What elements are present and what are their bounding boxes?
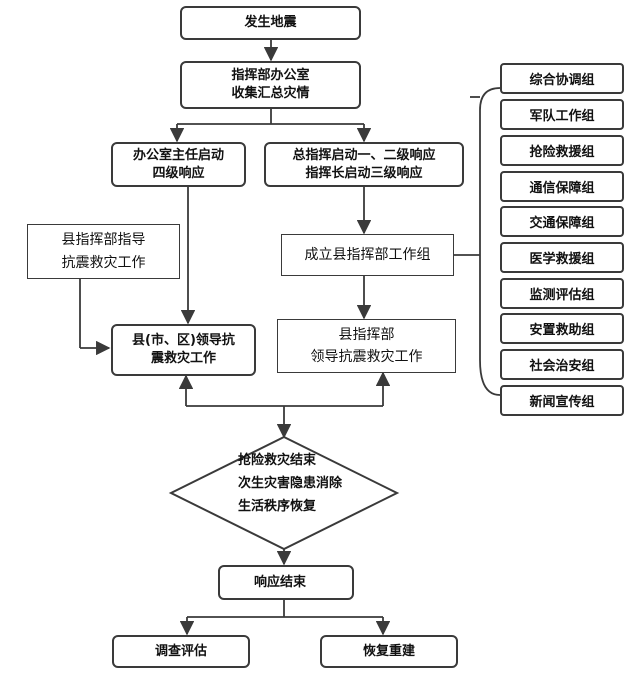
group-rescue: 抢险救援组 — [500, 135, 624, 166]
group-communications: 通信保障组 — [500, 171, 624, 202]
decision-line-1: 抢险救灾结束 — [238, 453, 317, 468]
form-working-group-node: 成立县指挥部工作组 — [281, 234, 454, 276]
command-office-node: 指挥部办公室 收集汇总灾情 — [180, 61, 361, 109]
recovery-rebuild-node: 恢复重建 — [320, 635, 458, 668]
guidance-line-1: 县指挥部指导 — [61, 232, 146, 249]
level4-line-2: 四级响应 — [152, 165, 205, 181]
start-earthquake-node: 发生地震 — [180, 6, 361, 40]
group-transportation: 交通保障组 — [500, 206, 624, 237]
decision-line-2: 次生灾害隐患消除 — [238, 475, 343, 491]
level4-line-1: 办公室主任启动 — [132, 147, 224, 163]
form-group-label: 成立县指挥部工作组 — [304, 246, 431, 263]
level123-response-node: 总指挥启动一、二级响应 指挥长启动三级响应 — [264, 142, 464, 187]
survey-evaluation-node: 调查评估 — [112, 635, 250, 668]
group-military: 军队工作组 — [500, 99, 624, 130]
level123-line-2: 指挥长启动三级响应 — [305, 165, 423, 181]
group-resettlement: 安置救助组 — [500, 313, 624, 344]
rebuild-label: 恢复重建 — [362, 643, 415, 659]
level123-line-1: 总指挥启动一、二级响应 — [292, 147, 436, 163]
group-public-security: 社会治安组 — [500, 349, 624, 380]
survey-label: 调查评估 — [154, 643, 207, 659]
office-line-2: 收集汇总灾情 — [231, 86, 310, 101]
office-line-1: 指挥部办公室 — [231, 68, 310, 84]
end-label: 响应结束 — [254, 574, 307, 590]
end-condition-decision: 抢险救灾结束 次生灾害隐患消除 生活秩序恢复 — [170, 450, 390, 518]
start-label: 发生地震 — [244, 15, 297, 31]
local-lead-line-2: 震救灾工作 — [150, 351, 216, 366]
local-leadership-node: 县(市、区)领导抗 震救灾工作 — [111, 324, 256, 376]
county-lead-line-1: 县指挥部 — [338, 326, 395, 343]
decision-line-3: 生活秩序恢复 — [238, 498, 317, 514]
county-lead-line-2: 领导抗震救灾工作 — [310, 349, 423, 365]
group-monitoring: 监测评估组 — [500, 278, 624, 309]
group-news-publicity: 新闻宣传组 — [500, 385, 624, 416]
county-leadership-node: 县指挥部 领导抗震救灾工作 — [277, 319, 456, 373]
group-general-coordination: 综合协调组 — [500, 63, 624, 94]
level4-response-node: 办公室主任启动 四级响应 — [111, 142, 246, 187]
local-lead-line-1: 县(市、区)领导抗 — [132, 333, 235, 349]
response-end-node: 响应结束 — [218, 565, 354, 600]
guidance-line-2: 抗震救灾工作 — [61, 254, 146, 271]
county-guidance-note: 县指挥部指导 抗震救灾工作 — [27, 224, 180, 279]
group-medical: 医学救援组 — [500, 242, 624, 273]
